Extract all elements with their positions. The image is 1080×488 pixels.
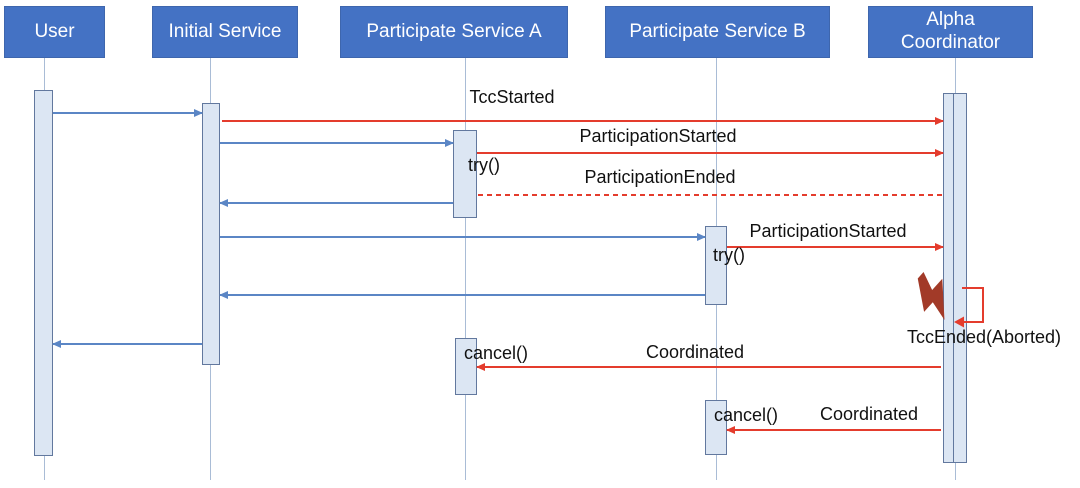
message-label-tcc-ended-aborted: TccEnded(Aborted): [906, 327, 1062, 347]
arrow-initial-to-service-a: [220, 142, 453, 144]
arrow-participation-started-a: [477, 152, 943, 154]
activation-service-a-try: [453, 130, 477, 218]
message-label-cancel-b: cancel(): [714, 405, 779, 425]
arrow-coordinated-to-service-b: [727, 429, 941, 431]
arrow-service-a-return-to-initial: [220, 202, 453, 204]
message-label-participation-started-a: ParticipationStarted: [579, 126, 737, 146]
arrow-tcc-started: [222, 120, 943, 122]
message-label-coordinated-a: Coordinated: [645, 342, 745, 362]
message-label-try-b: try(): [713, 245, 745, 265]
arrow-initial-return-to-user: [53, 343, 202, 345]
arrow-user-to-initial: [53, 112, 202, 114]
arrow-participation-ended-a: [478, 194, 943, 196]
message-label-tcc-started: TccStarted: [469, 87, 555, 107]
arrow-coordinated-to-service-a: [477, 366, 941, 368]
activation-service-b-try: [705, 226, 727, 305]
actor-participate-service-a: Participate Service A: [340, 6, 568, 58]
self-message-arrow-tcc-ended: [954, 287, 984, 328]
actor-alpha-coordinator: Alpha Coordinator: [868, 6, 1033, 58]
arrow-initial-to-service-b: [220, 236, 705, 238]
message-label-coordinated-b: Coordinated: [819, 404, 919, 424]
actor-user: User: [4, 6, 105, 58]
actor-participate-service-b: Participate Service B: [605, 6, 830, 58]
activation-coordinator-inner: [953, 93, 967, 463]
activation-initial-service: [202, 103, 220, 365]
message-label-cancel-a: cancel(): [464, 343, 529, 363]
arrow-service-b-return-to-initial: [220, 294, 705, 296]
lightning-bolt-icon: [917, 272, 945, 320]
activation-user: [34, 90, 53, 456]
lifeline-participate-service-a: [465, 58, 466, 480]
message-label-participation-started-b: ParticipationStarted: [749, 221, 907, 241]
message-label-participation-ended-a: ParticipationEnded: [584, 167, 736, 187]
arrow-participation-started-b: [727, 246, 943, 248]
message-label-try-a: try(): [468, 155, 500, 175]
actor-initial-service: Initial Service: [152, 6, 298, 58]
